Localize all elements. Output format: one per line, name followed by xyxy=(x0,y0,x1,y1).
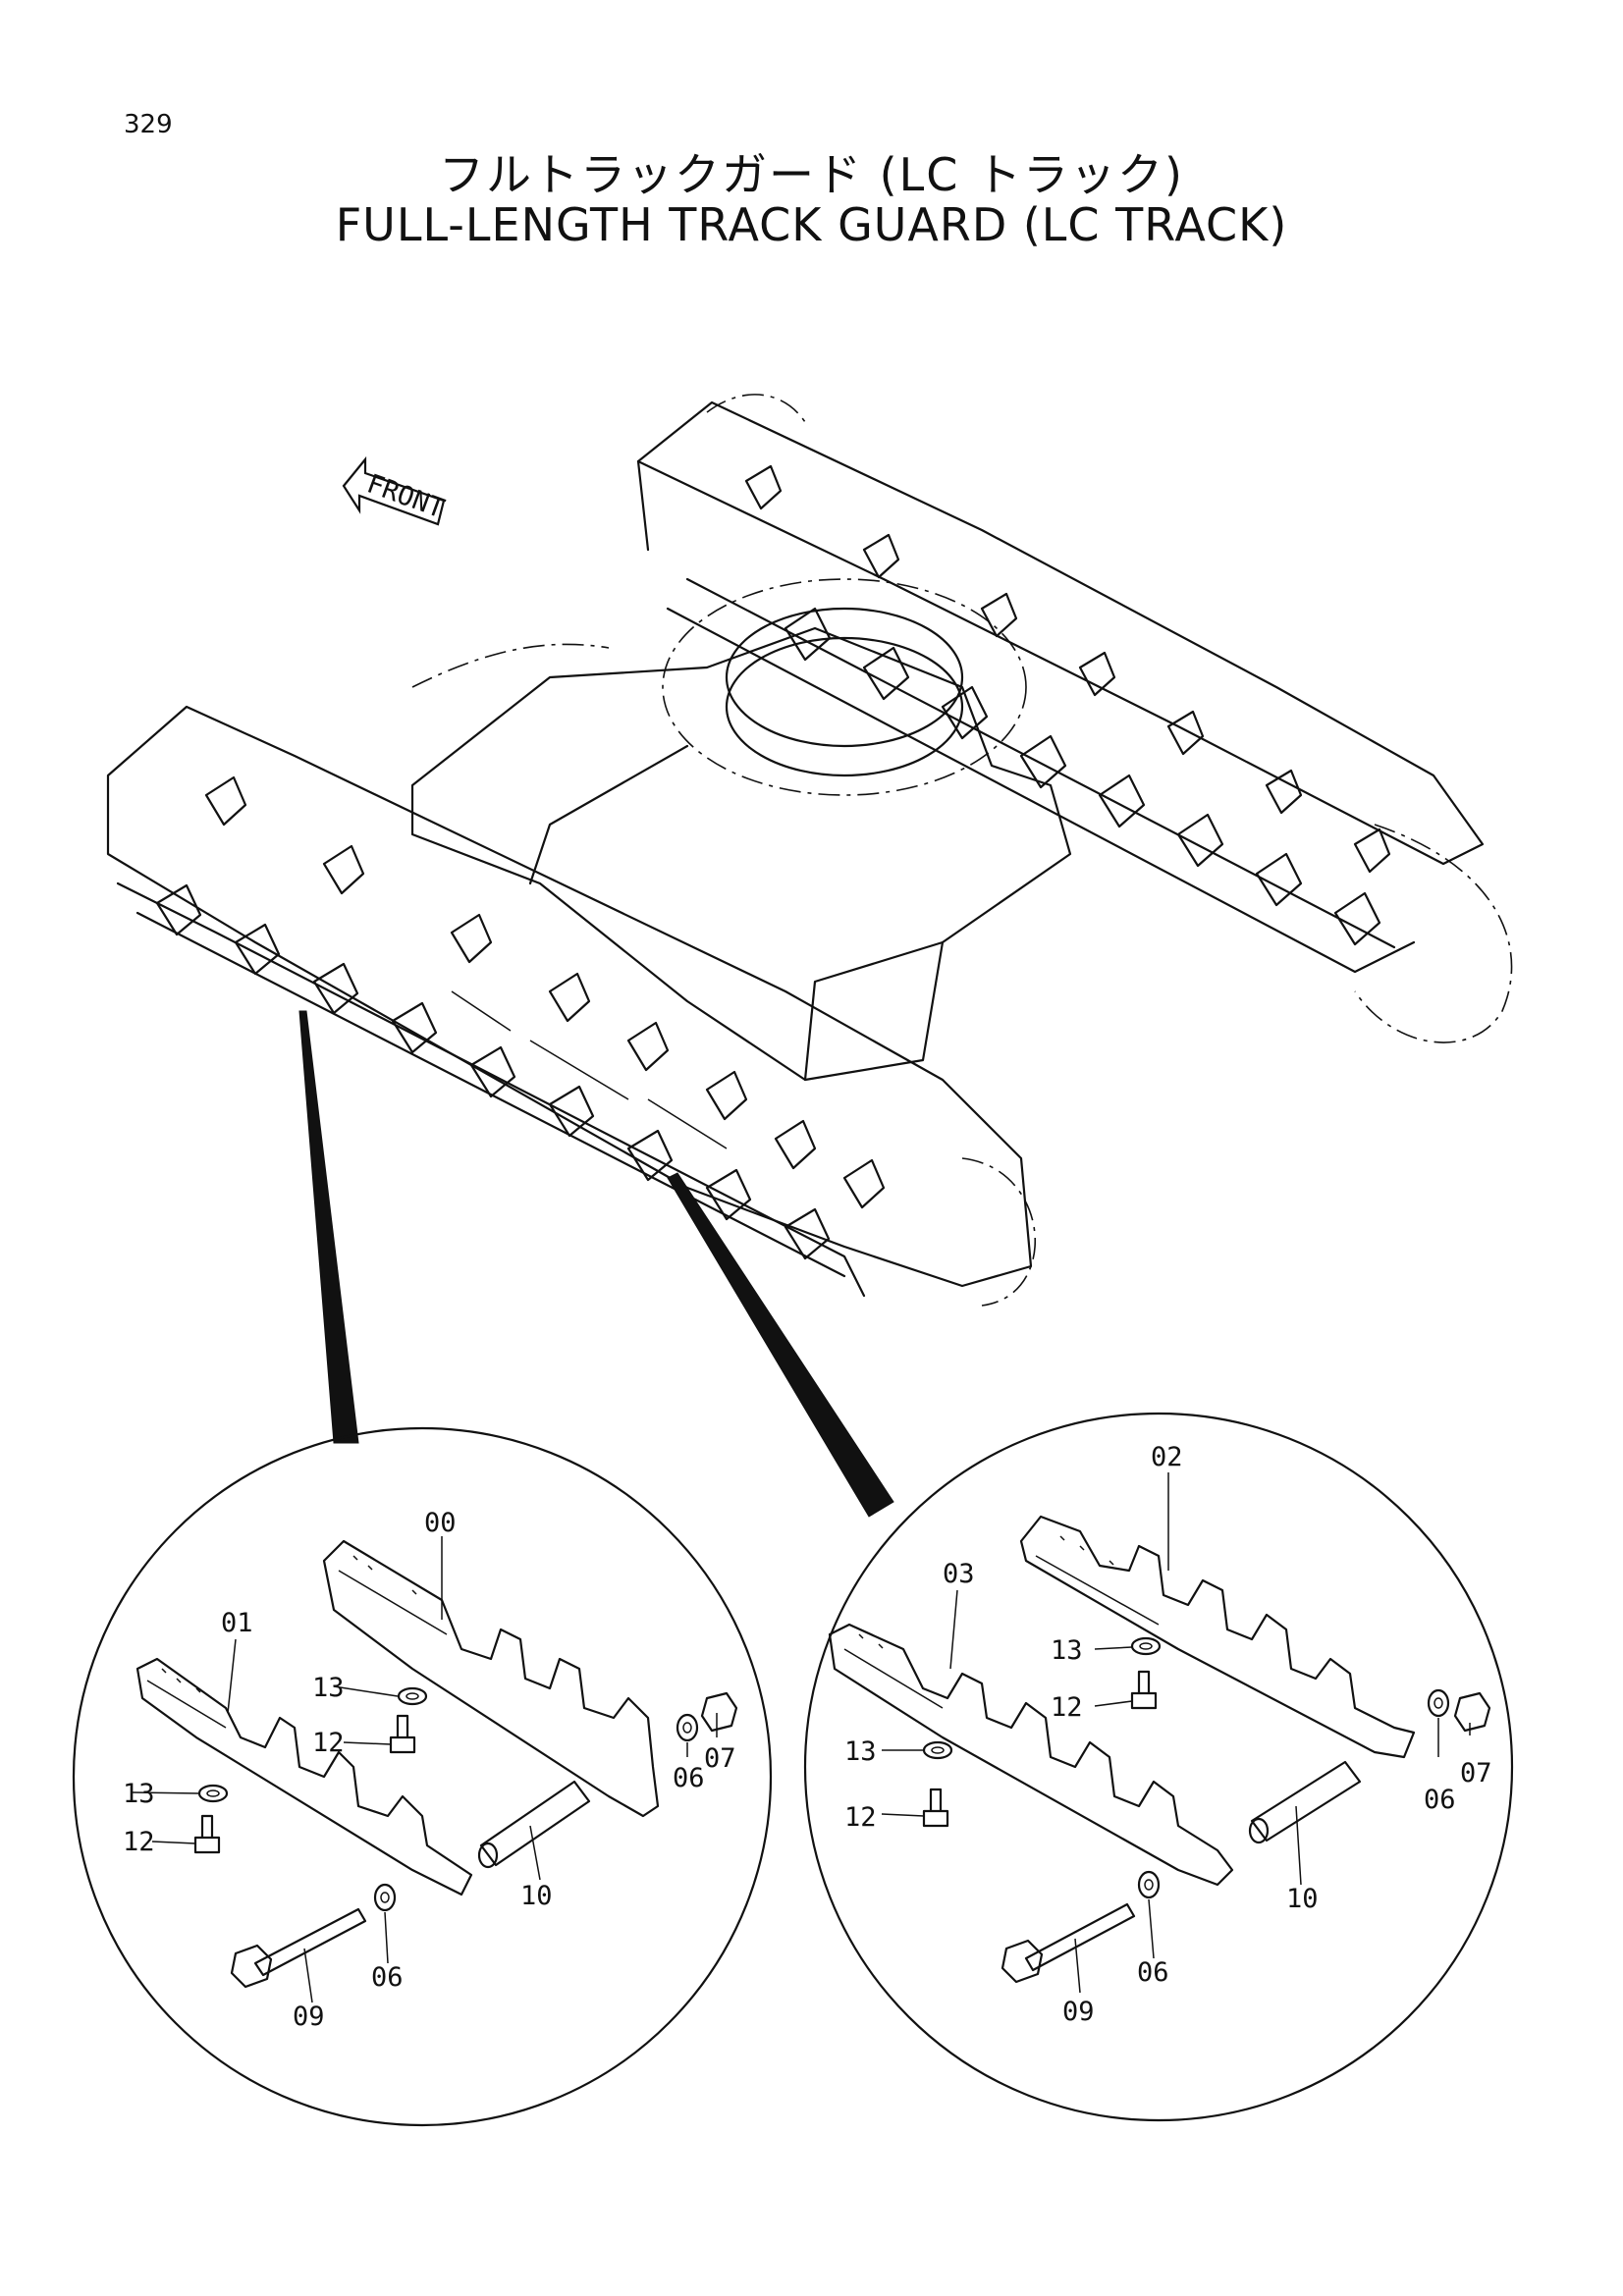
page-title-japanese: フルトラックガード (LC トラック) xyxy=(439,148,1184,201)
callout-12: 12 xyxy=(123,1827,155,1857)
guard-part-01 xyxy=(135,1657,473,1896)
leader-left xyxy=(298,1010,359,1444)
callout-06: 06 xyxy=(1137,1957,1169,1988)
callout-07: 07 xyxy=(704,1743,736,1774)
callout-06: 06 xyxy=(1424,1785,1456,1815)
callout-07: 07 xyxy=(1460,1758,1492,1789)
callout-09: 09 xyxy=(1062,1997,1095,2027)
callout-13: 13 xyxy=(312,1673,345,1703)
callout-13: 13 xyxy=(844,1736,877,1767)
guard-part-00 xyxy=(322,1539,660,1818)
callout-02: 02 xyxy=(1151,1442,1183,1472)
front-label: FRONT xyxy=(363,468,449,524)
detail-left: 00 01 13 12 13 12 06 07 10 06 09 xyxy=(72,1426,773,2127)
undercarriage-assembly xyxy=(106,394,1513,1307)
callout-06: 06 xyxy=(673,1763,705,1793)
callout-06: 06 xyxy=(371,1962,404,1993)
detail-right: 02 03 13 12 13 12 06 07 10 06 09 xyxy=(803,1412,1514,2122)
callout-00: 00 xyxy=(424,1508,457,1538)
callout-12: 12 xyxy=(312,1728,345,1758)
callout-10: 10 xyxy=(520,1881,553,1911)
callout-12: 12 xyxy=(1051,1692,1083,1723)
front-arrow-icon: FRONT xyxy=(342,455,449,526)
callout-01: 01 xyxy=(221,1608,253,1638)
page-title-english: FULL-LENGTH TRACK GUARD (LC TRACK) xyxy=(335,198,1288,251)
page-number: 329 xyxy=(124,110,173,139)
front-track-guard xyxy=(155,775,886,1260)
callout-13: 13 xyxy=(1051,1635,1083,1666)
callout-09: 09 xyxy=(293,2002,325,2032)
callout-12: 12 xyxy=(844,1802,877,1833)
guard-part-03 xyxy=(828,1623,1234,1887)
callout-13: 13 xyxy=(123,1779,155,1809)
leader-right xyxy=(667,1172,894,1518)
callout-03: 03 xyxy=(943,1559,975,1589)
rear-track-guard xyxy=(744,464,1391,946)
callout-10: 10 xyxy=(1286,1884,1319,1914)
guard-part-02 xyxy=(1019,1515,1416,1759)
